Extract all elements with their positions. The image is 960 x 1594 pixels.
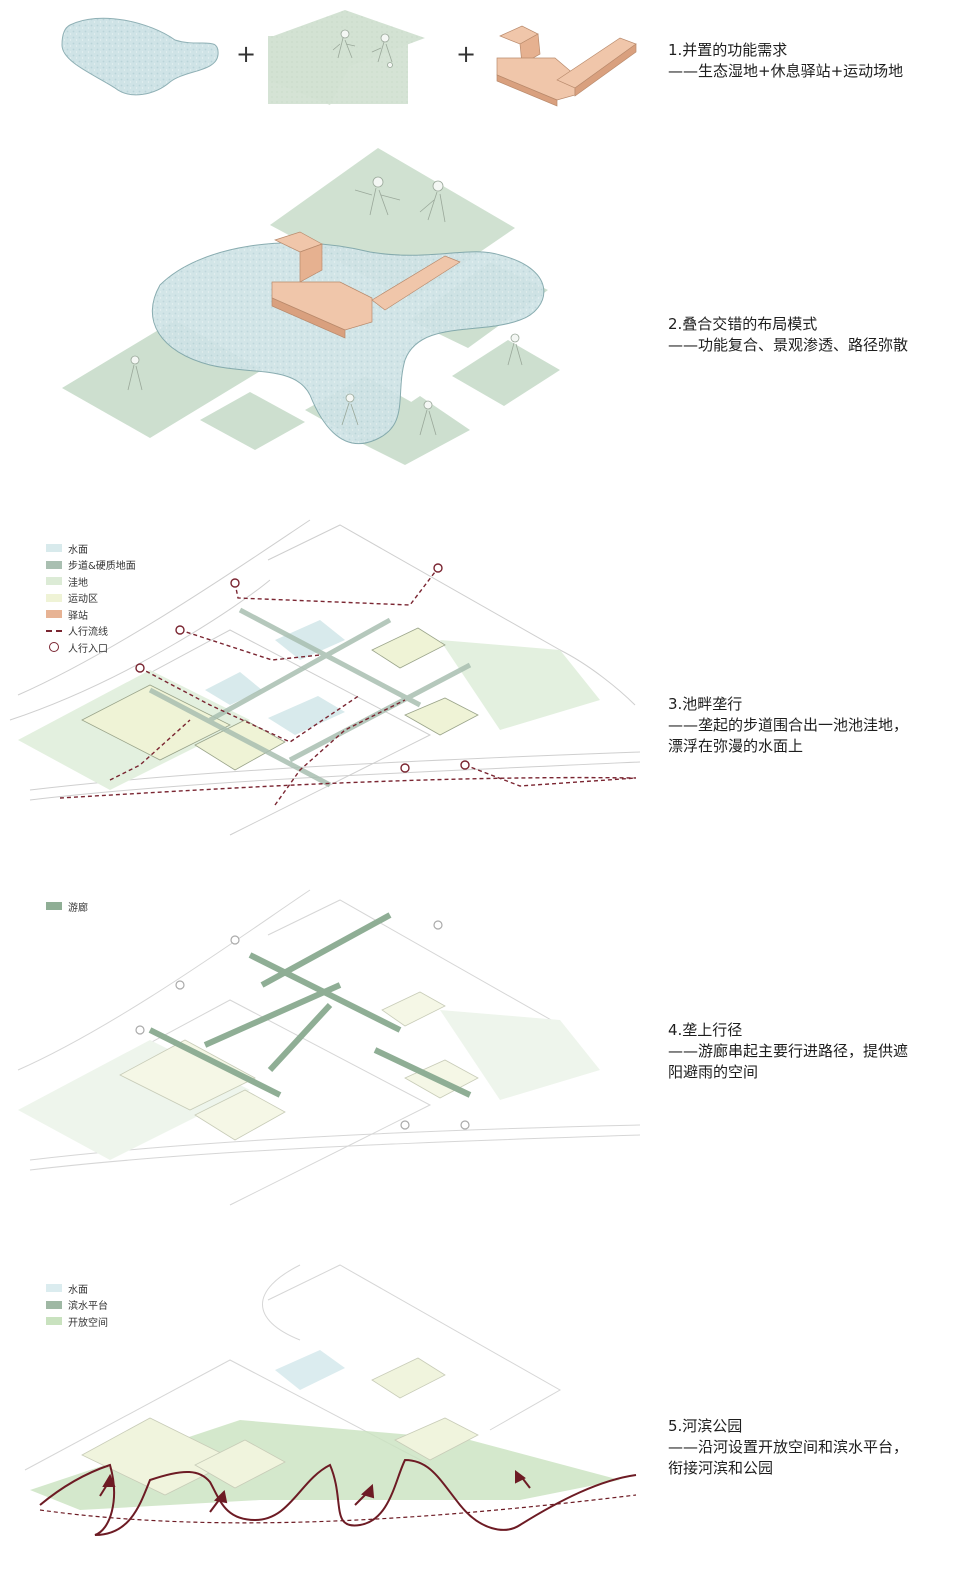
caption-line: ——功能复合、景观渗透、路径弥散 [668,336,909,354]
legend-swatch [46,577,62,586]
legend-item: 水面 [46,540,136,557]
zone-water-2 [268,696,345,735]
legend-swatch [46,1284,62,1293]
caption-title: 2.叠合交错的布局模式 [668,315,818,333]
legend-label: 人行入口 [68,643,108,655]
wetland-blob [61,17,219,96]
zone-green-4b [440,1010,600,1100]
legend-item: 步道&硬质地面 [46,557,136,574]
dashed-line-icon [46,629,62,632]
legend-label: 驿站 [68,610,88,622]
zone-sport-4a [119,1039,256,1111]
caption-panel-5: 5.河滨公园 ——沿河设置开放空间和滨水平台， 衔接河滨和公园 [668,1416,908,1479]
plus-sign-1: + [236,40,257,68]
zone-sport-5d [394,1417,479,1461]
entrance-ring-icon [49,642,59,653]
legend-label: 滨水平台 [68,1301,108,1313]
caption-line: ——垄起的步道围合出一池池洼地， [668,716,909,734]
zone-sport-2 [194,719,286,771]
legend-item: 滨水平台 [46,1297,108,1314]
pedestrian-flow-3 [59,567,637,806]
legend-label: 运动区 [68,594,98,606]
legend-label: 步道&硬质地面 [68,561,136,573]
legend-panel-4: 游廊 [46,898,88,915]
caption-panel-4: 4.垄上行径 ——游廊串起主要行进路径，提供遮 阳避雨的空间 [668,1020,908,1083]
legend-panel-5: 水面 滨水平台 开放空间 [46,1280,108,1330]
zone-green-right [440,640,600,730]
overlay-wetland [151,242,545,445]
zone-sport-5c [371,1357,446,1399]
caption-line: ——游廊串起主要行进路径，提供遮 [668,1042,909,1060]
zone-sport-3 [371,627,446,669]
zone-sport-4b [194,1089,286,1141]
zone-sport-4 [404,697,479,736]
corridor-network-4 [148,912,472,1098]
legend-swatch [46,544,62,553]
overlay-field-small [200,392,305,450]
legend-panel-3: 水面 步道&硬质地面 洼地 运动区 驿站 人行流线 人行入口 [46,540,136,656]
caption-line: 漂浮在弥漫的水面上 [668,737,804,755]
legend-item: 运动区 [46,590,136,607]
legend-item: 人行入口 [46,639,136,656]
legend-swatch [46,1317,62,1326]
caption-panel-1: 1.并置的功能需求 ——生态湿地+休息驿站+运动场地 [668,40,903,82]
legend-swatch [46,610,62,619]
legend-item: 游廊 [46,898,88,915]
legend-label: 水面 [68,544,88,556]
plus-sign-2: + [456,40,477,68]
legend-label: 游廊 [68,902,88,914]
legend-item: 洼地 [46,573,136,590]
legend-item: 水面 [46,1280,108,1297]
caption-panel-3: 3.池畔垄行 ——垄起的步道围合出一池池洼地， 漂浮在弥漫的水面上 [668,694,908,757]
caption-line: ——沿河设置开放空间和滨水平台， [668,1438,909,1456]
legend-item: 开放空间 [46,1313,108,1330]
legend-swatch [46,1300,62,1309]
legend-label: 水面 [68,1284,88,1296]
site-plan-5 [24,1264,562,1471]
caption-title: 5.河滨公园 [668,1417,743,1435]
caption-title: 4.垄上行径 [668,1021,743,1039]
zone-water-3 [205,672,262,705]
zone-sport-5b [194,1439,286,1489]
player-figures [332,29,393,68]
riverside-route-5 [39,1458,637,1536]
caption-line: 衔接河滨和公园 [668,1459,774,1477]
zone-water-1 [275,620,345,660]
overlay-station [271,231,461,339]
caption-line: 阳避雨的空间 [668,1063,759,1081]
zone-sport-1 [81,684,231,761]
zone-sport-4c [381,991,446,1027]
legend-label: 开放空间 [68,1317,108,1329]
legend-swatch [46,560,62,569]
overlay-field-right [452,340,560,406]
overlay-field-bottom [355,396,470,465]
overlay-players [127,176,523,436]
entrance-markers-4 [135,920,470,1130]
legend-label: 人行流线 [68,627,108,639]
caption-line: ——生态湿地+休息驿站+运动场地 [668,62,904,80]
legend-swatch [46,902,62,911]
sports-field-square [268,36,408,104]
legend-swatch [46,593,62,602]
legend-item: 驿站 [46,606,136,623]
legend-label: 洼地 [68,577,88,589]
caption-title: 3.池畔垄行 [668,695,743,713]
entrance-markers-3 [135,563,470,773]
legend-item: 人行流线 [46,623,136,640]
caption-panel-2: 2.叠合交错的布局模式 ——功能复合、景观渗透、路径弥散 [668,314,908,356]
zone-water-5 [275,1350,345,1390]
caption-title: 1.并置的功能需求 [668,41,788,59]
arrow-icons-5 [99,1470,531,1513]
station-block [496,25,637,107]
river-dashed-5 [39,1494,637,1524]
